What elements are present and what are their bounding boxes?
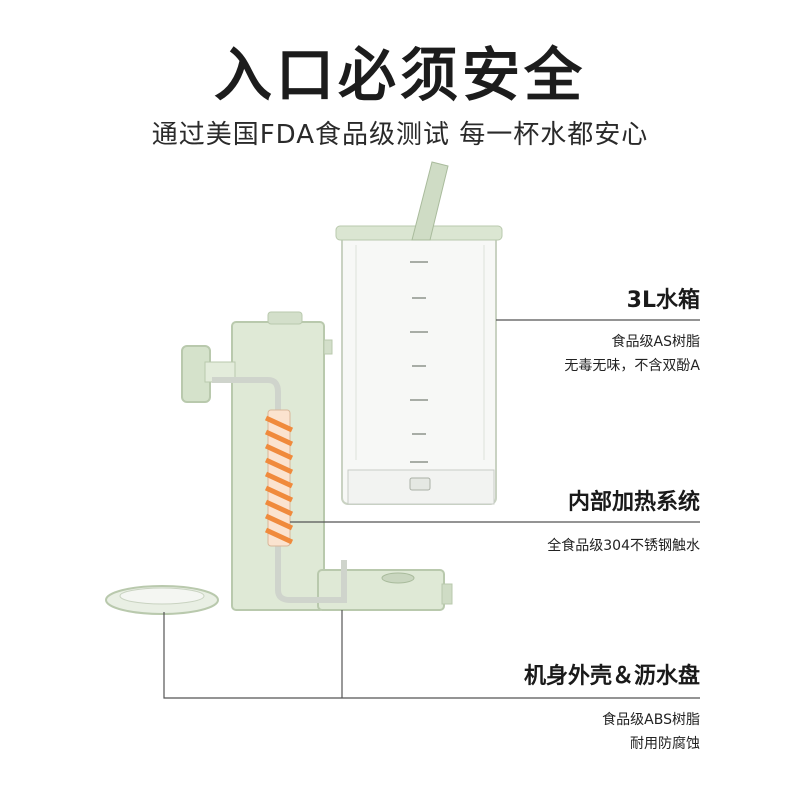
tank-scale-marks — [410, 261, 428, 463]
callout-shell-desc: 食品级ABS树脂 耐用防腐蚀 — [602, 708, 700, 756]
drip-tray — [105, 585, 219, 615]
heater-coil — [264, 409, 294, 547]
callout-heater-title: 内部加热系统 — [567, 490, 700, 515]
page-subtitle: 通过美国FDA食品级测试 每一杯水都安心 — [151, 120, 649, 150]
callout-tank-line-1: 食品级AS树脂 — [611, 334, 700, 350]
callout-heater-desc: 全食品级304不锈钢触水 — [547, 534, 700, 558]
water-outlet — [181, 345, 236, 403]
callout-shell-line-2: 耐用防腐蚀 — [630, 736, 700, 752]
callout-shell-line-1: 食品级ABS树脂 — [602, 712, 700, 728]
callout-tank-line-2: 无毒无味，不含双酚A — [564, 358, 700, 374]
callout-tank-title: 3L水箱 — [626, 288, 700, 313]
callout-tank-desc: 食品级AS树脂 无毒无味，不含双酚A — [564, 330, 700, 378]
callout-shell-title: 机身外壳＆沥水盘 — [523, 664, 700, 689]
page-title: 入口必须安全 — [213, 41, 586, 109]
tank-inlet-tube — [411, 161, 449, 241]
callout-heater-line-1: 全食品级304不锈钢触水 — [547, 538, 700, 554]
internal-pipes — [212, 377, 347, 603]
callout-lines — [163, 319, 700, 699]
